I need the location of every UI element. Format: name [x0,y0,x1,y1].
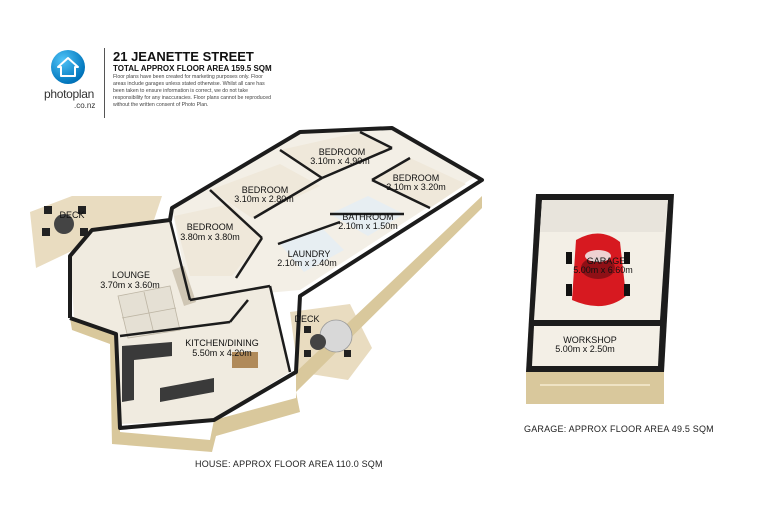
deck-chair [344,350,351,357]
room-name-deck-right: DECK [294,314,319,324]
deck-chair [44,206,52,214]
bedroom-3-floor [210,164,320,218]
property-address: 21 JEANETTE STREET [113,49,254,64]
room-size-kitchen-dining: 5.50m x 4.20m [192,348,252,358]
room-size-bedroom-1: 3.80m x 3.80m [180,232,240,242]
room-name-bedroom-3: BEDROOM [319,147,366,157]
room-size-lounge: 3.70m x 3.60m [100,280,160,290]
dining-table [232,352,258,368]
logo-circle [51,50,85,84]
house-plan: DECK LOUNGE 3.70m x 3.60m BEDROOM 3.80m … [30,126,484,452]
kitchen-island [160,378,214,402]
house-icon [57,57,79,77]
deck-chair [304,350,311,357]
bedroom-4-floor [280,132,392,176]
room-size-laundry: 2.10m x 2.40m [277,258,337,268]
room-size-workshop: 5.00m x 2.50m [555,344,615,354]
disclaimer-text: Floor plans have been created for market… [113,74,272,108]
house-floor-area-caption: HOUSE: APPROX FLOOR AREA 110.0 SQM [195,459,383,469]
room-name-deck-left: DECK [59,210,84,220]
photoplan-logo: photoplan .co.nz [34,50,104,110]
bedroom-5-floor [372,158,466,208]
deck-table-left [54,214,74,234]
garage-plan: GARAGE 5.00m x 6.60m WORKSHOP 5.00m x 2.… [526,194,674,404]
logo-wordmark: photoplan [43,87,95,101]
room-name-laundry: LAUNDRY [288,249,331,259]
header: photoplan .co.nz 21 JEANETTE STREET TOTA… [0,0,768,120]
rug-line [143,291,155,335]
room-size-bedroom-4: 3.10m x 3.20m [386,182,446,192]
garage-floor-area-caption: GARAGE: APPROX FLOOR AREA 49.5 SQM [524,424,714,434]
room-size-bedroom-2: 3.10m x 2.80m [234,194,294,204]
bedroom-2-floor [174,204,262,276]
header-divider [104,48,105,118]
house-outer-wall [68,126,484,430]
kitchen-counter [122,342,172,402]
total-floor-area: TOTAL APPROX FLOOR AREA 159.5 SQM [113,64,272,73]
room-name-bathroom: BATHROOM [342,212,393,222]
room-name-garage: GARAGE [587,256,626,266]
garage-back-wall [540,200,668,232]
room-name-bedroom-2: BEDROOM [242,185,289,195]
logo-domain: .co.nz [74,101,96,110]
room-size-garage: 5.00m x 6.60m [573,265,633,275]
room-name-lounge: LOUNGE [112,270,150,280]
room-size-bathroom: 2.10m x 1.50m [338,221,398,231]
room-size-bedroom-3: 3.10m x 4.90m [310,156,370,166]
deck-chair [42,228,50,236]
laundry-floor [280,228,344,272]
car-icon [566,233,630,307]
interior-walls [119,130,431,373]
room-name-bedroom-4: BEDROOM [393,173,440,183]
bathroom-floor [330,196,404,236]
room-name-workshop: WORKSHOP [563,335,617,345]
deck-table-right [310,334,326,350]
deck-chair [80,228,88,236]
deck-chair [304,326,311,333]
deck-umbrella-right [319,319,353,353]
room-name-kitchen-dining: KITCHEN/DINING [185,338,259,348]
room-name-bedroom-1: BEDROOM [187,222,234,232]
workshop-floor [532,326,660,366]
garage-wall-face [526,370,664,404]
deck-chair [78,206,86,214]
